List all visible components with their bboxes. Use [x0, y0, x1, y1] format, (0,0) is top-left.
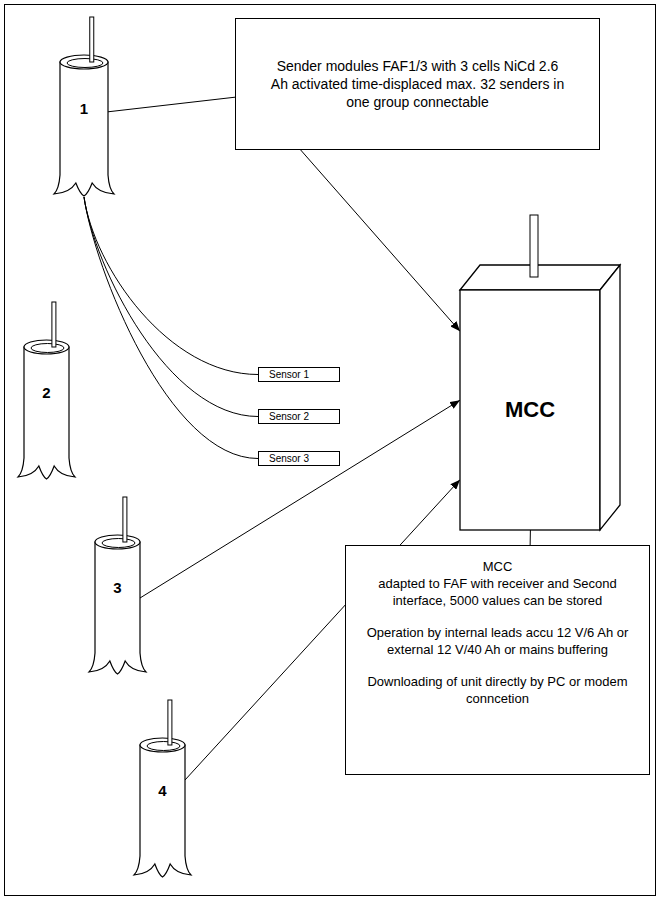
mcc-label: MCC — [505, 397, 555, 423]
sender-body — [54, 62, 114, 196]
sensor-label: Sensor 3 — [269, 452, 335, 465]
sender-top — [140, 738, 185, 752]
sender-number: 1 — [60, 99, 108, 119]
connector — [108, 97, 235, 112]
connector — [84, 197, 258, 375]
sensor-box: Sensor 1 — [258, 367, 340, 382]
sender-antenna — [123, 497, 127, 542]
sender-module: 3 — [95, 535, 140, 675]
sender-antenna — [168, 700, 172, 745]
sender-number: 4 — [140, 781, 185, 801]
sender-top — [60, 55, 108, 69]
mcc-front-face — [460, 290, 600, 530]
sensor-box: Sensor 2 — [258, 409, 340, 424]
sender-number: 3 — [95, 578, 140, 598]
sender-top — [95, 535, 140, 549]
sender-outline — [60, 55, 108, 197]
sender-antenna — [52, 302, 56, 347]
mcc-unit: MCC — [460, 265, 620, 530]
mcc-side-face — [600, 265, 620, 530]
connector — [84, 197, 258, 417]
note-box: MCCadapted to FAF with receiver and Seco… — [345, 545, 650, 775]
sender-outline — [95, 535, 140, 675]
sender-antenna — [90, 17, 94, 62]
page-frame — [5, 5, 656, 896]
sender-top-rim — [102, 539, 135, 548]
sender-top-rim — [31, 344, 64, 353]
connector — [84, 197, 258, 459]
note-text: MCC — [483, 558, 513, 575]
sender-module: 2 — [24, 340, 69, 480]
sender-top — [24, 340, 69, 354]
sender-module: 4 — [140, 738, 185, 878]
note-text: Downloading of unit directly by PC or mo… — [355, 673, 640, 707]
note-text: Sender modules FAF1/3 with 3 cells NiCd … — [268, 57, 568, 111]
sender-body — [134, 745, 191, 877]
sensor-label: Sensor 1 — [269, 368, 335, 381]
sender-outline — [140, 738, 185, 878]
sender-module: 1 — [60, 55, 108, 197]
sensor-label: Sensor 2 — [269, 410, 335, 423]
sender-top-rim — [67, 59, 103, 68]
note-text: Operation by internal leads accu 12 V/6 … — [355, 624, 640, 658]
connector — [301, 150, 460, 331]
sender-body — [89, 542, 146, 674]
sender-number: 2 — [24, 383, 69, 403]
note-text: adapted to FAF with receiver and Second … — [355, 575, 640, 609]
mcc-top-face — [460, 265, 620, 290]
connector — [530, 530, 531, 545]
note-box: Sender modules FAF1/3 with 3 cells NiCd … — [235, 18, 600, 150]
mcc-antenna — [530, 215, 538, 277]
sender-body — [18, 347, 75, 479]
sensor-box: Sensor 3 — [258, 451, 340, 466]
sender-top-rim — [147, 742, 180, 751]
mcc-face: MCC — [460, 290, 600, 530]
sender-outline — [24, 340, 69, 480]
